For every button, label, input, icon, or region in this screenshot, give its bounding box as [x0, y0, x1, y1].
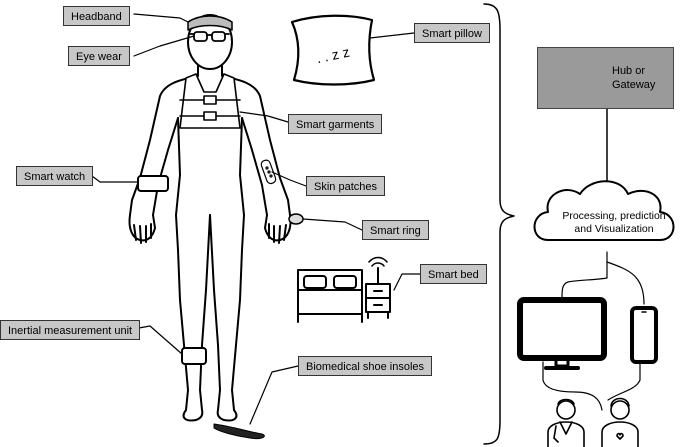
eyewear-icon [189, 31, 230, 42]
pillow-zzz-text: . . z z [315, 44, 351, 67]
leader-headband [133, 13, 189, 23]
human-body-figure [128, 14, 292, 422]
patient-icon [601, 397, 639, 447]
label-headband: Headband [63, 6, 130, 26]
smart-watch-icon [137, 175, 169, 192]
leader-smart-garments [239, 111, 289, 123]
leader-smart-pillow [369, 32, 415, 39]
cloud-to-monitor-line [561, 251, 608, 299]
leader-smart-watch [91, 175, 139, 183]
hub-line-2: Gateway [612, 79, 656, 91]
pillow-icon [290, 14, 376, 86]
doctor-icon [547, 398, 585, 447]
devices-to-users-line [542, 361, 641, 411]
leader-skin-patches [271, 171, 307, 187]
label-smart-garments: Smart garments [288, 114, 383, 134]
label-smart-watch: Smart watch [16, 166, 94, 186]
label-smart-bed: Smart bed [420, 264, 487, 284]
cloud-line-2: and Visualization [574, 223, 654, 235]
headband-icon [187, 15, 233, 31]
label-skin-patches: Skin patches [306, 176, 385, 196]
smartphone-icon [630, 306, 658, 364]
label-biomedical-shoe-insoles: Biomedical shoe insoles [298, 356, 433, 376]
cloud-to-phone-line [606, 261, 645, 305]
leader-smart-ring [302, 218, 363, 231]
grouping-brace [483, 3, 515, 445]
leader-smart-bed [393, 273, 421, 291]
label-inertial-measurement-unit: Inertial measurement unit [0, 320, 141, 340]
monitor-icon [517, 297, 607, 370]
smart-garment-vest-icon [179, 73, 241, 129]
hub-gateway-box [537, 47, 674, 109]
hub-gateway-label: Hub or Gateway [612, 64, 655, 92]
shoe-insole-icon [213, 423, 265, 439]
nightstand-sensor-icon [365, 256, 391, 319]
bed-icon [297, 269, 363, 323]
label-eye-wear: Eye wear [68, 46, 130, 66]
label-smart-ring: Smart ring [362, 220, 429, 240]
imu-sensor-icon [181, 347, 207, 365]
hub-line-1: Hub or [612, 65, 646, 77]
cloud-processing-label: Processing, prediction and Visualization [548, 210, 680, 236]
leader-shoe-insoles [249, 365, 299, 425]
leader-eye-wear [133, 35, 195, 57]
cloud-line-1: Processing, prediction [562, 210, 666, 222]
label-smart-pillow: Smart pillow [414, 23, 490, 43]
skin-patch-icon [260, 159, 277, 185]
cloud-icon [533, 180, 675, 241]
smart-ring-icon [288, 213, 304, 225]
